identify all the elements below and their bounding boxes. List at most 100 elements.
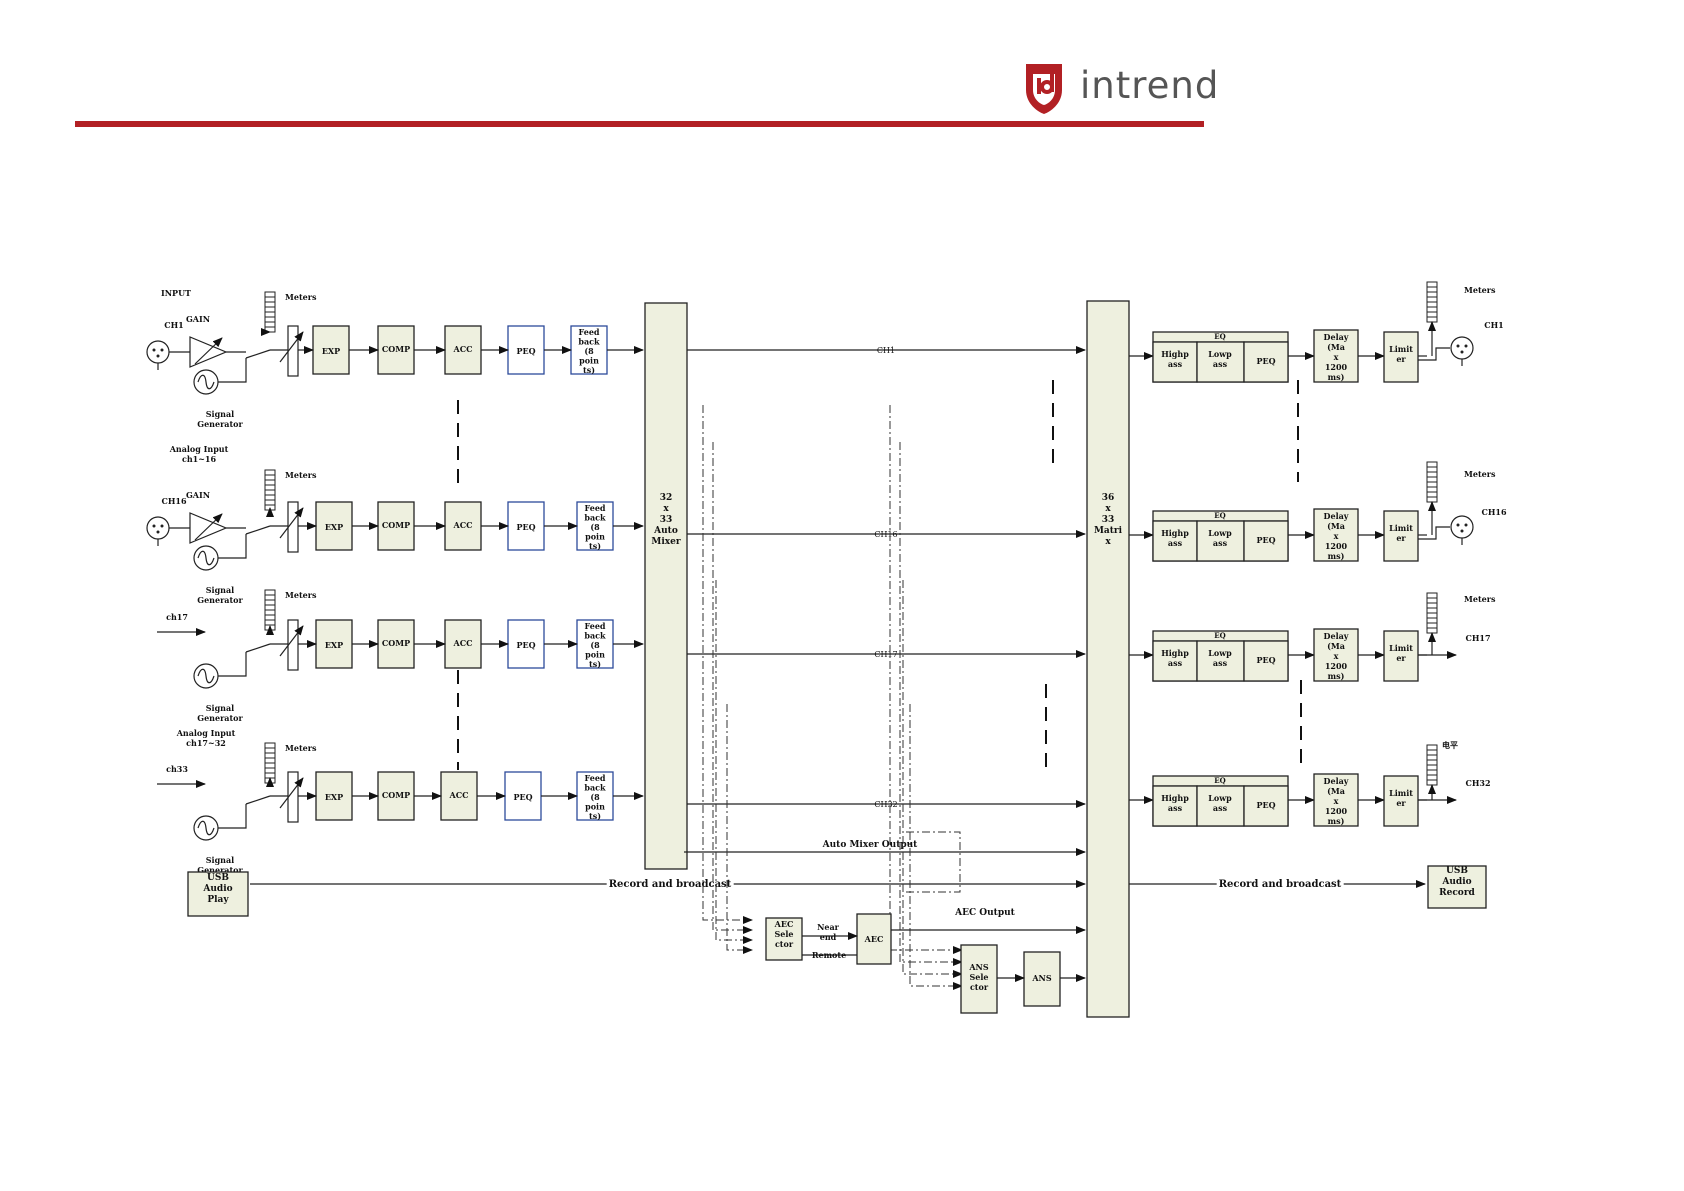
bus-label: CH32 bbox=[874, 800, 897, 809]
matrix-label: 36 bbox=[1102, 493, 1115, 503]
meter-segment bbox=[1426, 316, 1438, 323]
meter-segment bbox=[264, 752, 276, 759]
meters-label: Meters bbox=[285, 743, 317, 753]
highpass-label: ass bbox=[1168, 658, 1183, 668]
xlr-pin bbox=[1460, 529, 1464, 533]
channel-label: CH1 bbox=[164, 320, 184, 330]
meter-segment bbox=[264, 296, 276, 303]
exp-label: EXP bbox=[325, 522, 343, 532]
usb-audio-play-label: USB bbox=[207, 873, 229, 883]
exp-label: EXP bbox=[325, 640, 343, 650]
delay-label: x bbox=[1334, 651, 1339, 661]
aec-selector-block bbox=[765, 917, 803, 961]
meter-segment bbox=[264, 494, 276, 501]
delay-block bbox=[1313, 773, 1359, 827]
meter-segment bbox=[1426, 774, 1438, 781]
xlr-pin bbox=[156, 354, 160, 358]
gain-label: GAIN bbox=[186, 314, 210, 324]
signal-generator-label: Signal bbox=[206, 855, 234, 865]
near-end-label: end bbox=[820, 932, 837, 942]
delay-block bbox=[1313, 329, 1359, 383]
bus-label: CH17 bbox=[874, 650, 897, 659]
level-meter bbox=[264, 291, 276, 333]
signal-arrow bbox=[279, 625, 304, 657]
intrend-logo: intrend bbox=[1020, 60, 1218, 120]
fader-icon bbox=[287, 501, 299, 553]
ans-tap bbox=[909, 704, 963, 990]
output-channel-label: CH32 bbox=[1465, 778, 1490, 788]
xlr-pin bbox=[156, 530, 160, 534]
analog-input-label: Analog Input bbox=[169, 444, 229, 454]
peq-block bbox=[507, 501, 545, 551]
signal-generator-label: Signal bbox=[206, 409, 234, 419]
meter-segment bbox=[264, 484, 276, 491]
meter-segment bbox=[264, 499, 276, 506]
sine-wave-icon bbox=[197, 374, 215, 390]
comp-block bbox=[377, 325, 415, 375]
meter-segment bbox=[264, 474, 276, 481]
ans-selector-label: ANS bbox=[968, 962, 989, 972]
feedback-block bbox=[576, 619, 614, 669]
aec-selector-label: AEC bbox=[774, 919, 794, 929]
meter-segment bbox=[1426, 306, 1438, 313]
peq-out-block bbox=[1243, 520, 1289, 562]
signal-path bbox=[218, 652, 247, 677]
analog-input-label: Analog Input bbox=[176, 728, 236, 738]
ans-selector-label: ctor bbox=[970, 982, 989, 992]
xlr-pin bbox=[1456, 523, 1460, 527]
exp-block bbox=[315, 501, 353, 551]
lowpass-label: Lowp bbox=[1208, 793, 1232, 803]
meter-segment bbox=[1426, 471, 1438, 478]
signal-arrow bbox=[279, 331, 304, 363]
peq-out-block bbox=[1243, 341, 1289, 383]
auto-mixer-label: Mixer bbox=[651, 537, 680, 547]
meter-segment bbox=[264, 599, 276, 606]
usb-audio-record-label: USB bbox=[1446, 866, 1468, 876]
meter-segment bbox=[264, 609, 276, 616]
meter-segment bbox=[1426, 481, 1438, 488]
meter-segment bbox=[264, 291, 276, 298]
comp-block bbox=[377, 501, 415, 551]
signal-arrow bbox=[279, 777, 304, 809]
fader-icon bbox=[287, 771, 299, 823]
record-broadcast-label: Record and broadcast bbox=[1219, 879, 1342, 890]
xlr-pin bbox=[152, 524, 156, 528]
signal-generator-label: Generator bbox=[197, 595, 243, 605]
gain-label: GAIN bbox=[186, 490, 210, 500]
limiter-label: er bbox=[1396, 354, 1406, 364]
signal-path bbox=[1418, 526, 1450, 540]
intrend-logo-icon bbox=[1026, 64, 1062, 114]
limiter-label: Limit bbox=[1389, 643, 1413, 653]
aec-label: AEC bbox=[864, 934, 884, 944]
limiter-block bbox=[1383, 331, 1419, 383]
meter-segment bbox=[1426, 607, 1438, 614]
delay-label: (Ma bbox=[1327, 641, 1345, 651]
meter-segment bbox=[1426, 627, 1438, 634]
matrix-label: Matri bbox=[1094, 526, 1123, 536]
meter-segment bbox=[264, 589, 276, 596]
fader-icon bbox=[287, 325, 299, 377]
meter-segment bbox=[1426, 296, 1438, 303]
exp-block bbox=[312, 325, 350, 375]
meter-segment bbox=[1426, 617, 1438, 624]
peq-label: PEQ bbox=[1256, 800, 1275, 810]
feedback-label: (8 bbox=[584, 346, 594, 356]
delay-label: Delay bbox=[1324, 511, 1349, 521]
limiter-block bbox=[1383, 775, 1419, 827]
eq-label: EQ bbox=[1214, 631, 1225, 640]
level-meter bbox=[1426, 744, 1438, 786]
sine-wave-icon bbox=[197, 820, 215, 836]
acc-label: ACC bbox=[449, 790, 469, 800]
usb-audio-record-label: Record bbox=[1439, 888, 1475, 898]
meter-segment bbox=[264, 469, 276, 476]
lowpass-label: Lowp bbox=[1208, 528, 1232, 538]
peq-label: PEQ bbox=[516, 640, 535, 650]
xlr-pin bbox=[1456, 344, 1460, 348]
lowpass-block bbox=[1196, 520, 1245, 562]
peq-label: PEQ bbox=[513, 792, 532, 802]
limiter-block bbox=[1383, 630, 1419, 682]
delay-label: 1200 bbox=[1325, 661, 1348, 671]
usb-audio-record-label: Audio bbox=[1441, 877, 1471, 887]
highpass-block bbox=[1152, 640, 1198, 682]
